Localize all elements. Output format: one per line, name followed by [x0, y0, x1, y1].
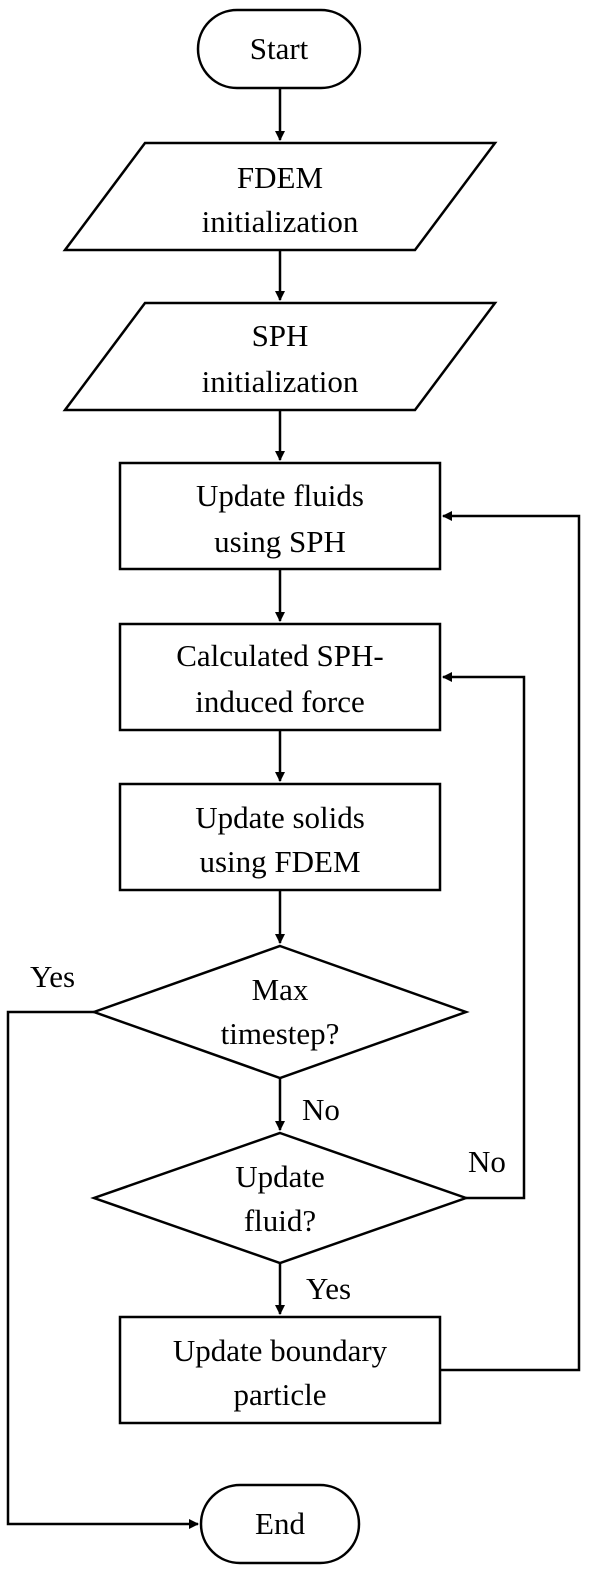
update-fluid-q-label-1: Update: [235, 1159, 325, 1194]
fluid-yes-label: Yes: [306, 1271, 351, 1306]
update-fluid-q-label-2: fluid?: [244, 1203, 316, 1238]
start-node: Start: [196, 8, 362, 90]
fdem-init-label-2: initialization: [202, 204, 359, 239]
sph-init-label-1: SPH: [252, 318, 309, 353]
max-timestep-label-1: Max: [252, 972, 309, 1007]
edge-boundary-to-fluids: [440, 511, 581, 1372]
calc-force-node: Calculated SPH- induced force: [118, 622, 442, 732]
update-boundary-node: Update boundary particle: [118, 1315, 442, 1425]
start-label: Start: [250, 31, 309, 66]
end-node: End: [199, 1483, 361, 1565]
calc-force-label-1: Calculated SPH-: [176, 638, 384, 673]
fdem-init-label-1: FDEM: [237, 160, 323, 195]
sph-init-node: SPH initialization: [62, 301, 498, 412]
max-no-label: No: [302, 1092, 340, 1127]
max-yes-label: Yes: [30, 959, 75, 994]
update-solids-label-1: Update solids: [195, 800, 365, 835]
max-timestep-decision: Max timestep?: [90, 944, 470, 1080]
update-fluids-node: Update fluids using SPH: [118, 461, 442, 571]
fdem-init-node: FDEM initialization: [62, 141, 498, 252]
update-fluids-label-2: using SPH: [214, 524, 346, 559]
edge-fluid-no-to-force: [442, 672, 526, 1200]
update-fluid-decision: Update fluid?: [90, 1131, 470, 1265]
calc-force-label-2: induced force: [195, 684, 365, 719]
update-fluids-label-1: Update fluids: [196, 478, 364, 513]
update-boundary-label-1: Update boundary: [173, 1333, 388, 1368]
fluid-no-label: No: [468, 1144, 506, 1179]
edge-max-yes-to-end: [6, 1010, 199, 1529]
update-solids-node: Update solids using FDEM: [118, 782, 442, 892]
update-solids-label-2: using FDEM: [199, 844, 360, 879]
sph-init-label-2: initialization: [202, 364, 359, 399]
max-timestep-label-2: timestep?: [221, 1016, 340, 1051]
update-boundary-label-2: particle: [234, 1377, 327, 1412]
end-label: End: [255, 1506, 305, 1541]
